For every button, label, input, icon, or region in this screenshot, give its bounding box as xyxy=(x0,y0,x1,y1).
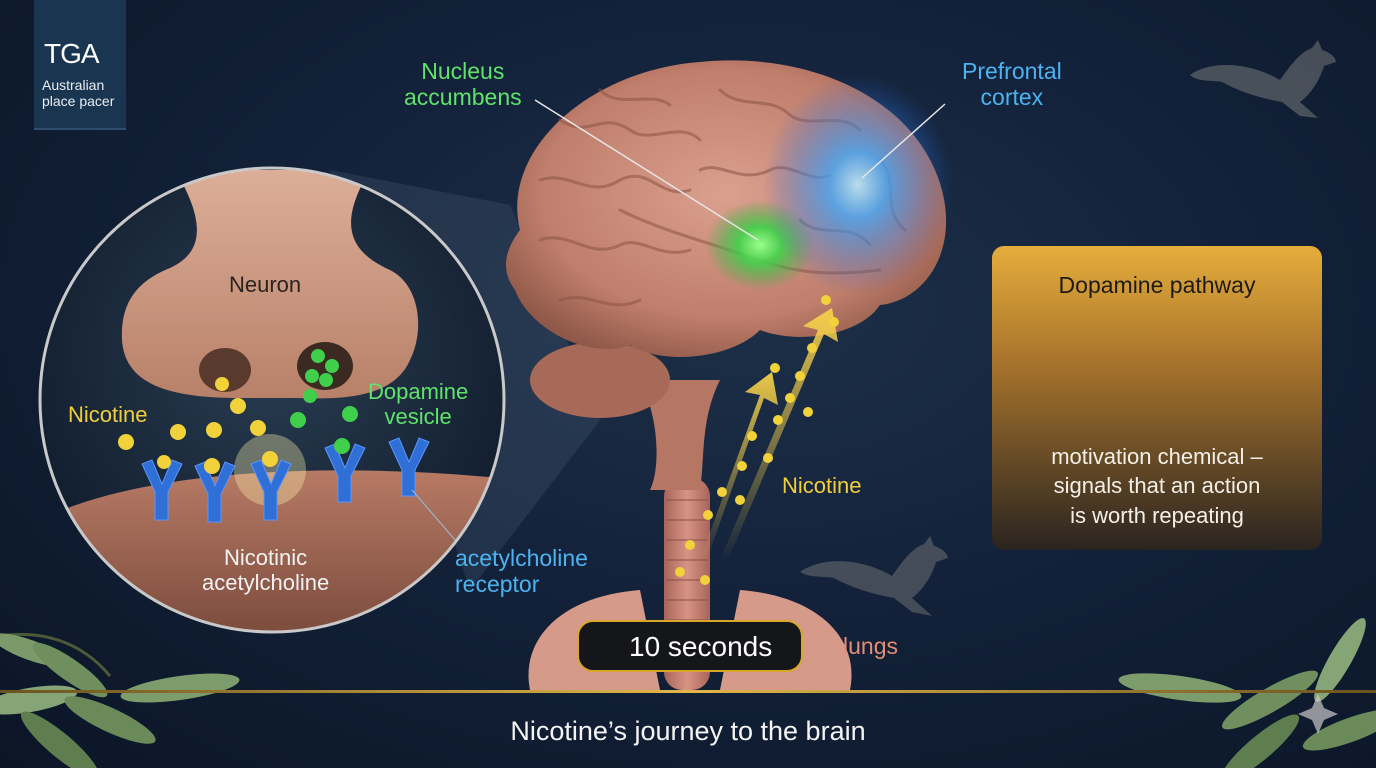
prefrontal-line2: cortex xyxy=(980,83,1044,110)
nicotine-path-label: Nicotine xyxy=(782,473,862,498)
nucleus-accumbens-label: Nucleus accumbens xyxy=(404,58,522,111)
receptor-line2: acetylcholine xyxy=(202,569,330,595)
nicotine-particles-path xyxy=(675,295,839,585)
dopamine-card-title: Dopamine pathway xyxy=(1058,272,1256,298)
vesicle-line1: Dopamine xyxy=(368,379,469,404)
lungs-label: lungs xyxy=(843,633,898,659)
footer-divider xyxy=(0,690,1376,693)
body-line2: signals that an action xyxy=(1053,473,1261,499)
prefrontal-cortex-label: Prefrontal cortex xyxy=(962,58,1062,111)
brain-stem xyxy=(640,380,720,490)
body-line3: is worth repeating xyxy=(1070,502,1244,528)
nicotinic-receptor-label: Nicotinic acetylcholine xyxy=(202,545,330,595)
nucleus-line1: Nucleus xyxy=(421,58,505,84)
prefrontal-line1: Prefrontal xyxy=(962,58,1062,84)
logo-subtitle: Australian place pacer xyxy=(42,77,114,109)
dopamine-particles xyxy=(290,349,358,454)
nicotine-label: Nicotine xyxy=(68,402,148,427)
logo-sub-line1: Australian xyxy=(42,77,105,93)
dopamine-pathway-card: Dopamine pathway motivation chemical – s… xyxy=(992,246,1322,550)
ach-line1: acetylcholine xyxy=(455,545,588,571)
dopamine-card-body: motivation chemical – signals that an ac… xyxy=(992,442,1322,530)
prefrontal-cortex-glow xyxy=(763,75,953,295)
receptor-line1: Nicotinic xyxy=(224,545,308,570)
body-line1: motivation chemical – xyxy=(1051,444,1263,469)
acetylcholine-receptor-label: acetylcholine receptor xyxy=(455,545,588,598)
nucleus-line2: accumbens xyxy=(404,83,522,110)
timer-badge: 10 seconds xyxy=(577,620,803,672)
prefrontal-leader-line xyxy=(861,103,946,179)
logo-brand: TGA xyxy=(44,38,100,69)
nucleus-leader-line xyxy=(534,99,759,241)
logo-banner: TGA Australian place pacer xyxy=(34,0,126,130)
ach-line2: receptor xyxy=(455,570,540,597)
eucalyptus-leaf-icon xyxy=(1118,618,1376,768)
dopamine-vesicle-label: Dopamine vesicle xyxy=(368,379,469,429)
timer-text: 10 seconds xyxy=(629,631,773,662)
sparkle-icon xyxy=(1298,694,1338,734)
nicotine-particles xyxy=(118,377,278,474)
neuron-label: Neuron xyxy=(229,272,302,297)
brain xyxy=(505,60,953,357)
footer-title: Nicotine’s journey to the brain xyxy=(510,716,866,746)
logo-sub-line2: place pacer xyxy=(42,93,115,110)
neuron-terminal xyxy=(121,170,419,399)
vesicle-line2: vesicle xyxy=(384,403,452,429)
cerebellum xyxy=(530,342,670,418)
receptors xyxy=(141,437,430,523)
kangaroo-icon xyxy=(800,536,948,616)
synapse-zoom-circle xyxy=(38,166,506,634)
kangaroo-icon xyxy=(1190,40,1336,118)
